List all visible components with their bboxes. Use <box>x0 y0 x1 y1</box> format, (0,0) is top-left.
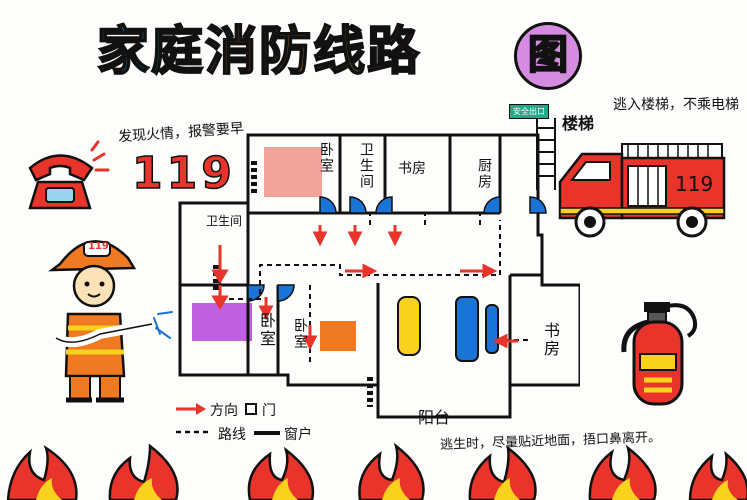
legend-door-label: 门 <box>262 403 276 419</box>
room-study-top: 书房 <box>398 161 426 177</box>
title-char: 消 <box>204 21 258 83</box>
title-char: 庭 <box>150 21 204 83</box>
room-kitchen: 厨房 <box>476 158 492 190</box>
firefighter-illustration <box>48 240 173 403</box>
room-bathroom-left: 卫生间 <box>206 214 243 228</box>
legend-window-icon <box>254 431 280 435</box>
stairs-label: 楼梯 <box>562 114 595 133</box>
legend-route-label: 路线 <box>218 427 246 443</box>
legend-route-icon <box>176 430 212 434</box>
room-study-right: 书房 <box>541 322 560 358</box>
exit-sign: 安全出口 <box>509 104 549 119</box>
truck-number: 119 <box>675 172 714 196</box>
legend-window-label: 窗户 <box>284 427 312 443</box>
title-char: 图 <box>527 31 569 79</box>
fire-truck <box>558 143 726 238</box>
fire-extinguisher-icon <box>621 302 698 406</box>
room-balcony: 阳台 <box>418 408 451 427</box>
flames-border <box>6 442 747 500</box>
title-char: 线 <box>312 21 366 83</box>
legend-arrow-label: 方向 <box>210 403 238 419</box>
floor-plan <box>178 133 580 419</box>
title-char: 路 <box>366 21 420 83</box>
room-bathroom-top: 卫生间 <box>358 142 374 190</box>
legend: 方向 门 路线 窗户 <box>174 398 374 448</box>
page-title: 家 庭 消 防 线 路 <box>96 20 420 84</box>
emergency-number: 119 <box>131 147 236 200</box>
helmet-number: 119 <box>88 241 109 252</box>
title-char: 防 <box>258 21 312 83</box>
room-bedroom-top: 卧室 <box>318 142 334 174</box>
room-bedroom-main: 卧室 <box>257 312 276 348</box>
title-badge: 图 <box>514 22 582 90</box>
title-char: 家 <box>96 21 150 83</box>
stairs-hint: 逃入楼梯，不乘电梯 <box>613 97 739 113</box>
legend-arrow-icon <box>176 403 206 415</box>
telephone-icon <box>28 140 110 210</box>
room-bedroom-second: 卧室 <box>292 318 308 350</box>
legend-door-icon <box>245 403 257 415</box>
